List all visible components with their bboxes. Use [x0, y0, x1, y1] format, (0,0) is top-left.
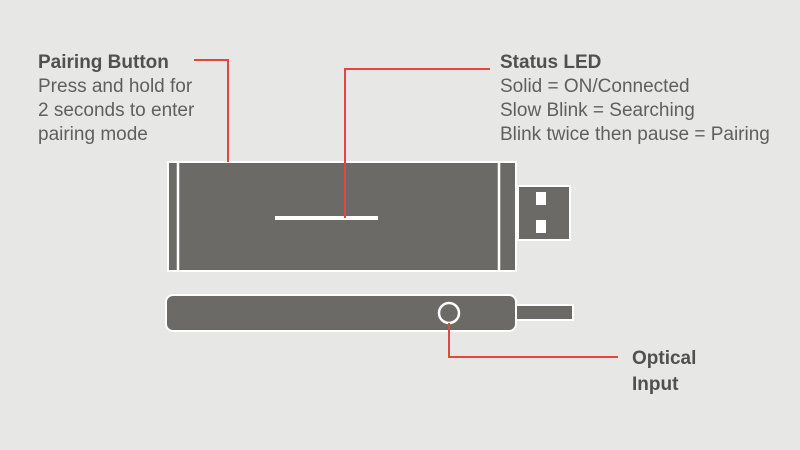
pairing-button-leader [194, 59, 229, 162]
usb-dongle [167, 161, 571, 272]
optical-input-leader [448, 323, 618, 358]
usb-connector-slot-bottom [536, 220, 546, 233]
status-led-desc-line: Slow Blink = Searching [500, 100, 695, 121]
optical-input-title-line: Input [632, 374, 679, 395]
optical-input-port [437, 301, 461, 325]
optical-input-title-line: Optical [632, 348, 697, 369]
leader-lines [194, 59, 618, 358]
pairing-button-callout: Pairing Button Press and hold for 2 seco… [38, 51, 194, 147]
side-connector [515, 304, 574, 321]
status-led-desc-line: Solid = ON/Connected [500, 76, 690, 97]
pairing-button-title: Pairing Button [38, 52, 169, 73]
status-led-callout: Status LED Solid = ON/Connected Slow Bli… [500, 51, 770, 147]
pairing-button-desc-line: pairing mode [38, 124, 148, 145]
status-led-title: Status LED [500, 52, 602, 73]
status-led-leader [344, 68, 490, 218]
dongle-side-view [165, 294, 574, 332]
status-led-desc-line: Blink twice then pause = Pairing [500, 124, 770, 145]
pairing-button-desc-line: Press and hold for [38, 76, 193, 97]
optical-input-callout: Optical Input [632, 346, 696, 398]
pairing-button-desc-line: 2 seconds to enter [38, 100, 195, 121]
side-body [165, 294, 517, 332]
usb-connector-slot-top [536, 192, 546, 205]
